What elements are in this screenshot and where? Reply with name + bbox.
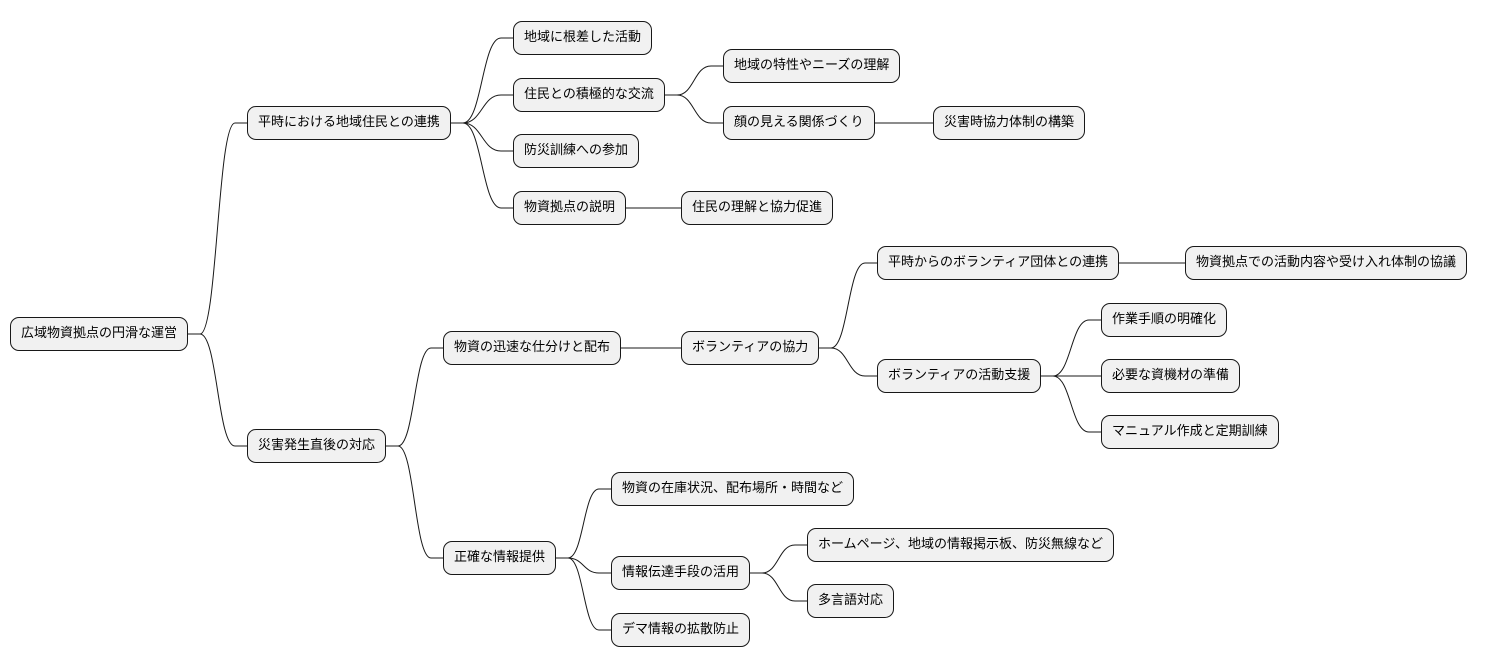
node-peacetime-cooperation: 平時における地域住民との連携: [247, 106, 451, 140]
node-volunteer-support: ボランティアの活動支援: [877, 359, 1042, 393]
edge-channels-to-multi: [750, 572, 807, 602]
node-face-to-face-relations: 顔の見える関係づくり: [723, 106, 875, 140]
node-info-channels: 情報伝達手段の活用: [611, 556, 751, 590]
node-resident-exchange: 住民との積極的な交流: [513, 78, 665, 112]
edge-info-to-channels: [556, 557, 611, 574]
node-disaster-drills: 防災訓練への参加: [513, 134, 640, 168]
edge-exchange-to-understand: [665, 65, 723, 96]
edge-info-to-misinfo: [556, 557, 611, 631]
edge-volcoop-to-volgroups: [819, 262, 877, 349]
node-multilingual: 多言語対応: [807, 584, 895, 618]
edge-root-to-disaster: [188, 333, 247, 447]
edge-disaster-to-info: [386, 445, 443, 559]
node-volunteer-cooperation: ボランティアの協力: [681, 331, 820, 365]
edge-channels-to-media: [750, 544, 807, 574]
edge-peace-to-exchange: [451, 94, 513, 124]
edge-volsupport-to-manual: [1041, 375, 1101, 433]
root-node: 広域物資拠点の円滑な運営: [10, 317, 189, 351]
node-media-list: ホームページ、地域の情報掲示板、防災無線など: [807, 528, 1114, 562]
edge-volsupport-to-proc: [1041, 319, 1101, 377]
node-activity-consultation: 物資拠点での活動内容や受け入れ体制の協議: [1185, 246, 1468, 280]
edge-volcoop-to-volsupport: [819, 347, 877, 377]
edge-root-to-peace: [188, 122, 247, 335]
node-manual-training: マニュアル作成と定期訓練: [1101, 415, 1279, 449]
node-work-procedures: 作業手順の明確化: [1101, 303, 1228, 337]
edge-peace-to-explain: [451, 122, 513, 209]
node-understand-region: 地域の特性やニーズの理解: [723, 49, 901, 83]
edge-disaster-to-dist: [386, 347, 443, 447]
node-volunteer-groups: 平時からのボランティア団体との連携: [877, 246, 1120, 280]
node-cooperation-system: 災害時協力体制の構築: [933, 106, 1086, 140]
node-equipment-prep: 必要な資機材の準備: [1101, 359, 1241, 393]
edge-peace-to-drills: [451, 122, 513, 152]
node-explain-base: 物資拠点の説明: [513, 191, 627, 225]
edge-exchange-to-relations: [665, 94, 723, 124]
node-rapid-distribution: 物資の迅速な仕分けと配布: [443, 331, 622, 365]
node-disaster-response: 災害発生直後の対応: [247, 429, 387, 463]
node-rooted-activities: 地域に根差した活動: [513, 21, 653, 55]
edge-peace-to-rooted: [451, 37, 513, 124]
node-inventory-status: 物資の在庫状況、配布場所・時間など: [611, 472, 855, 506]
node-accurate-information: 正確な情報提供: [443, 541, 557, 575]
node-resident-understanding: 住民の理解と協力促進: [681, 191, 834, 225]
edge-info-to-inventory: [556, 488, 611, 559]
node-misinformation-prevention: デマ情報の拡散防止: [611, 613, 751, 647]
